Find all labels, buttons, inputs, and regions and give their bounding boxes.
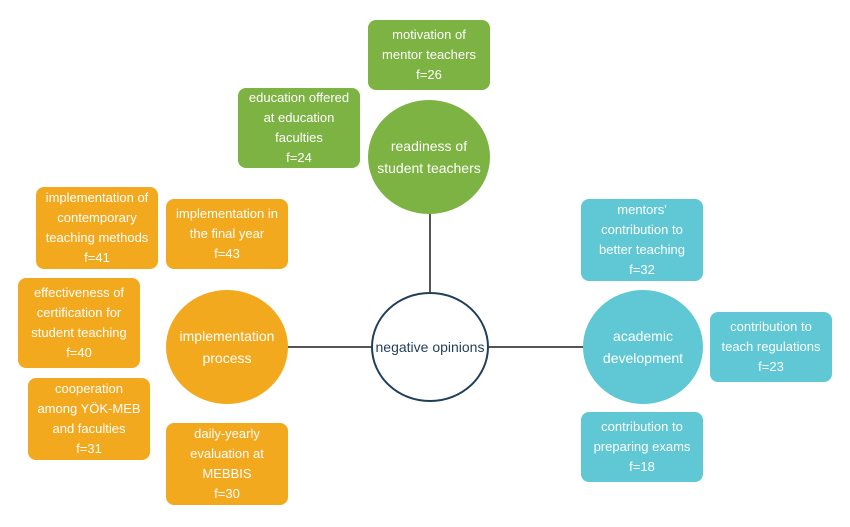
node-readiness-of-student-teachers: readiness of student teachers xyxy=(368,100,490,214)
box-contribution-teach-regulations: contribution to teach regulations f=23 xyxy=(710,312,832,382)
node-implementation-label: implementation process xyxy=(179,328,275,366)
box-text: implementation of contemporary teaching … xyxy=(45,190,149,245)
box-text: contribution to teach regulations xyxy=(721,319,821,354)
node-implementation-process: implementation process xyxy=(166,290,288,404)
box-education-offered-at-faculties: education offered at education faculties… xyxy=(238,88,360,168)
box-text: daily-yearly evaluation at MEBBIS xyxy=(190,426,264,481)
center-node-label: negative opinions xyxy=(375,339,485,355)
box-implementation-final-year: implementation in the final year f=43 xyxy=(166,199,288,269)
node-readiness-label: readiness of student teachers xyxy=(377,138,481,176)
box-frequency: f=30 xyxy=(214,486,240,501)
box-motivation-of-mentor-teachers: motivation of mentor teachers f=26 xyxy=(368,20,490,90)
box-frequency: f=43 xyxy=(214,246,240,261)
box-frequency: f=23 xyxy=(758,359,784,374)
box-daily-yearly-evaluation: daily-yearly evaluation at MEBBIS f=30 xyxy=(166,423,288,505)
box-frequency: f=24 xyxy=(286,150,312,165)
box-frequency: f=40 xyxy=(66,345,92,360)
box-frequency: f=32 xyxy=(629,262,655,277)
box-text: cooperation among YÖK-MEB and faculties xyxy=(37,381,141,436)
box-frequency: f=26 xyxy=(416,67,442,82)
box-text: education offered at education faculties xyxy=(248,90,350,145)
box-frequency: f=31 xyxy=(76,441,102,456)
box-contemporary-teaching-methods: implementation of contemporary teaching … xyxy=(36,187,158,269)
node-academic-development: academic development xyxy=(583,290,703,404)
center-node-negative-opinions: negative opinions xyxy=(371,292,489,402)
box-effectiveness-of-certification: effectiveness of certification for stude… xyxy=(18,278,140,368)
box-contribution-preparing-exams: contribution to preparing exams f=18 xyxy=(581,412,703,482)
box-text: implementation in the final year xyxy=(176,206,278,241)
node-academic-label: academic development xyxy=(602,328,684,366)
box-text: contribution to preparing exams xyxy=(593,419,691,454)
box-frequency: f=41 xyxy=(84,250,110,265)
box-frequency: f=18 xyxy=(629,459,655,474)
box-mentors-contribution: mentors' contribution to better teaching… xyxy=(581,199,703,281)
box-text: effectiveness of certification for stude… xyxy=(31,285,127,340)
box-cooperation-yok-meb: cooperation among YÖK-MEB and faculties … xyxy=(28,378,150,460)
box-text: motivation of mentor teachers xyxy=(382,27,476,62)
box-text: mentors' contribution to better teaching xyxy=(598,202,685,257)
